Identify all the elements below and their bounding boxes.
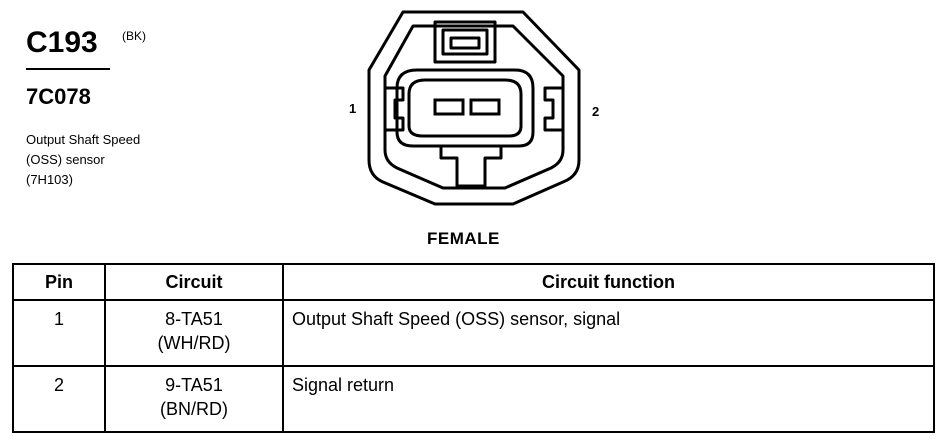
pin-2-label: 2 <box>592 104 600 119</box>
bottom-key <box>439 146 503 188</box>
header-function: Circuit function <box>282 263 935 301</box>
connector-id: C193 <box>26 26 98 59</box>
mating-cavity <box>395 68 535 148</box>
header-circuit: Circuit <box>104 263 284 301</box>
circuit-number: 9-TA51 <box>165 375 223 395</box>
function-cell: Output Shaft Speed (OSS) sensor, signal <box>282 299 935 367</box>
connector-color: (BK) <box>122 29 146 43</box>
circuit-cell: 9-TA51 (BN/RD) <box>104 365 284 433</box>
title-underline <box>26 68 110 70</box>
pin-terminal-1 <box>433 98 465 116</box>
connector-inner-outline <box>383 24 565 190</box>
table-row: 1 8-TA51 (WH/RD) Output Shaft Speed (OSS… <box>12 299 935 367</box>
circuit-cell: 8-TA51 (WH/RD) <box>104 299 284 367</box>
left-key <box>385 86 405 132</box>
pin-terminal-2 <box>469 98 501 116</box>
gender-label: FEMALE <box>427 229 500 248</box>
right-key <box>543 86 563 132</box>
connector-face-diagram <box>367 10 581 206</box>
latch-icon <box>433 20 497 64</box>
circuit-number: 8-TA51 <box>165 309 223 329</box>
header-pin: Pin <box>12 263 106 301</box>
description-line: (7H103) <box>26 172 73 187</box>
part-number: 7C078 <box>26 84 91 109</box>
table-row: 2 9-TA51 (BN/RD) Signal return <box>12 365 935 433</box>
function-cell: Signal return <box>282 365 935 433</box>
wire-color: (WH/RD) <box>157 333 231 353</box>
pin-cell: 2 <box>12 365 106 433</box>
wire-color: (BN/RD) <box>160 399 228 419</box>
component-description: Output Shaft Speed (OSS) sensor (7H103) <box>26 130 140 190</box>
pin-cell: 1 <box>12 299 106 367</box>
description-line: (OSS) sensor <box>26 152 105 167</box>
connector-housing-outline <box>367 10 581 206</box>
pinout-table: Pin Circuit Circuit function 1 8-TA51 (W… <box>12 263 935 433</box>
description-line: Output Shaft Speed <box>26 132 141 147</box>
pin-1-label: 1 <box>349 101 357 116</box>
table-header-row: Pin Circuit Circuit function <box>12 263 935 301</box>
